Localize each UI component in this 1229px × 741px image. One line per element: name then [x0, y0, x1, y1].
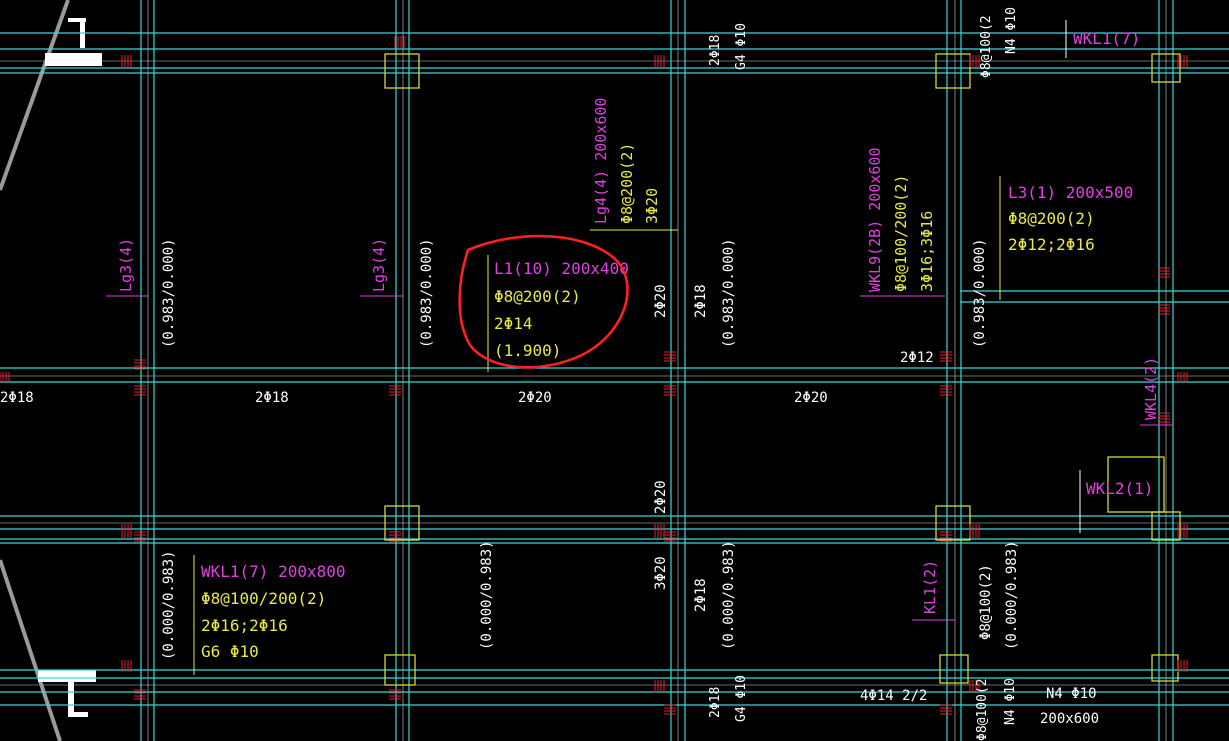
label-top-right-a: Φ8@100(2 [979, 15, 994, 78]
label-wkl9-title: WKL9(2B) 200x600 [866, 148, 884, 293]
column [1151, 53, 1181, 83]
label-lg4-s2: 3Φ20 [643, 188, 661, 224]
label-top-2phi18: 2Φ18 [708, 35, 723, 66]
column [935, 505, 971, 541]
label-v-2phi20-b: 2Φ20 [653, 480, 669, 514]
column [935, 53, 971, 89]
label-row-1: 2Φ18 [0, 390, 34, 406]
column [384, 505, 420, 541]
label-elev-8: (0.000/0.983) [1004, 540, 1020, 650]
label-elev-2: (0.983/0.000) [419, 238, 435, 348]
label-row-3: 2Φ20 [518, 390, 552, 406]
label-l1-s3: (1.900) [494, 341, 561, 360]
column [939, 654, 969, 684]
highlight-circle [458, 234, 629, 369]
label-bot-right-b: Φ8@100(2 [975, 678, 990, 741]
diagonal-lines [0, 0, 70, 741]
white-blocks [38, 18, 102, 717]
label-lg3-mid: Lg3(4) [370, 238, 388, 292]
label-wkl1-top: WKL1(7) [1073, 29, 1140, 48]
label-v-2phi18-a: 2Φ18 [693, 284, 709, 318]
label-bot-size: 200x600 [1040, 711, 1099, 727]
label-wkl1-title: WKL1(7) 200x800 [201, 562, 346, 581]
label-wkl1-s1: Φ8@100/200(2) [201, 589, 326, 608]
label-elev-6: (0.000/0.983) [479, 540, 495, 650]
label-bot-n4a: N4 Φ10 [1003, 678, 1018, 725]
label-bot-4phi14: 4Φ14 2/2 [860, 688, 927, 704]
label-row-2: 2Φ18 [255, 390, 289, 406]
label-elev-5: (0.000/0.983) [161, 550, 177, 660]
label-bot-g4: G4 Φ10 [734, 675, 749, 722]
label-wkl1-s3: G6 Φ10 [201, 642, 259, 661]
label-bot-right-a: Φ8@100(2) [978, 564, 994, 640]
label-l3-title: L3(1) 200x500 [1008, 183, 1133, 202]
label-row-4: 2Φ20 [794, 390, 828, 406]
label-elev-1: (0.983/0.000) [161, 238, 177, 348]
label-wkl9-s2: 3Φ16;3Φ16 [918, 211, 936, 292]
label-bot-2phi18: 2Φ18 [708, 687, 723, 718]
label-wkl1-s2: 2Φ16;2Φ16 [201, 616, 288, 635]
label-elev-3: (0.983/0.000) [721, 238, 737, 348]
column [384, 53, 420, 89]
label-t-2phi12: 2Φ12 [900, 350, 934, 366]
label-v-2phi20-a: 2Φ20 [653, 284, 669, 318]
rebar-ticks [0, 36, 1188, 715]
leader-lines [106, 20, 1172, 675]
label-l3-s1: Φ8@200(2) [1008, 209, 1095, 228]
label-l3-s2: 2Φ12;2Φ16 [1008, 235, 1095, 254]
label-l1-title[interactable]: L1(10) 200x400 [494, 259, 629, 278]
label-elev-7: (0.000/0.983) [721, 540, 737, 650]
label-lg3-left: Lg3(4) [117, 238, 135, 292]
label-wkl4: WKL4(2) [1142, 357, 1160, 420]
column-box [1107, 456, 1165, 513]
column [384, 654, 416, 686]
label-elev-4: (0.983/0.000) [972, 238, 988, 348]
label-wkl9-s1: Φ8@100/200(2) [892, 175, 910, 292]
label-l1-s2: 2Φ14 [494, 314, 533, 333]
label-lg4-title: Lg4(4) 200x600 [592, 98, 610, 224]
label-top-right-b: N4 Φ10 [1004, 7, 1019, 54]
label-lg4-s1: Φ8@200(2) [618, 143, 636, 224]
label-wkl2: WKL2(1) [1086, 479, 1153, 498]
label-l1-s1: Φ8@200(2) [494, 287, 581, 306]
label-kl1: KL1(2) [921, 560, 939, 614]
label-v-3phi20: 3Φ20 [653, 556, 669, 590]
label-v-2phi18-b: 2Φ18 [693, 578, 709, 612]
label-top-g4: G4 Φ10 [734, 23, 749, 70]
columns [384, 53, 1181, 686]
column [1151, 511, 1181, 541]
label-bot-n4b: N4 Φ10 [1046, 686, 1097, 702]
